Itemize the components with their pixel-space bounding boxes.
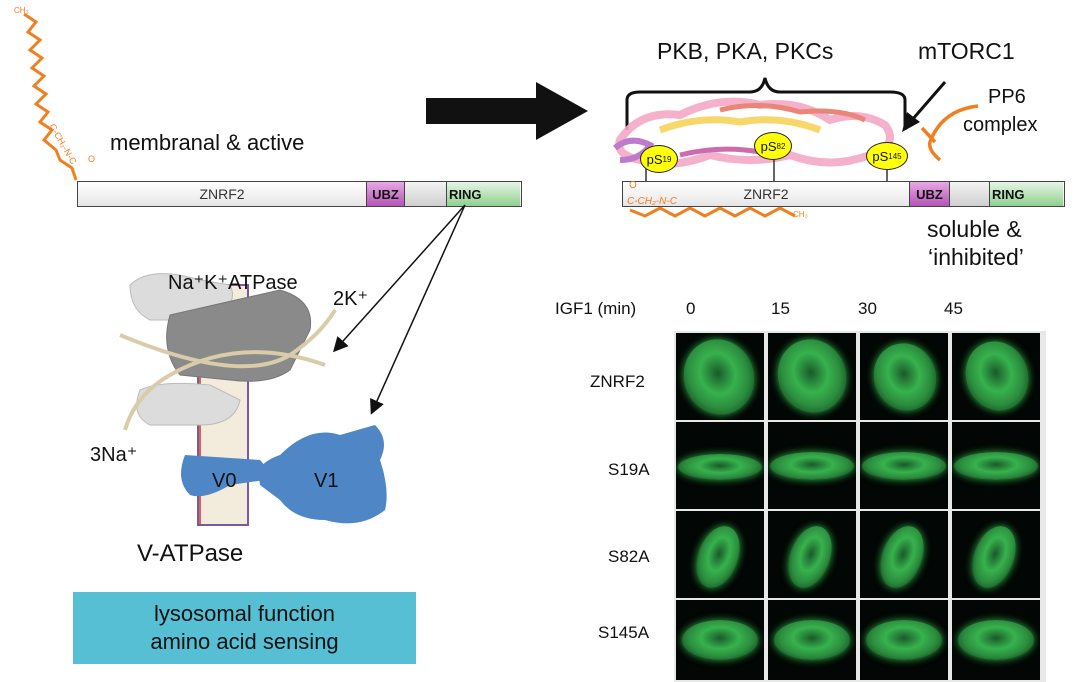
znrf2-bar-left: ZNRF2 UBZ RING — [77, 181, 522, 207]
ps19-text: pS — [646, 151, 663, 167]
v-atpase-label: V-ATPase — [137, 540, 244, 567]
inhibited-label: ‘inhibited’ — [928, 244, 1024, 270]
ubz-domain-right: UBZ — [909, 182, 949, 206]
function-box: lysosomal function amino acid sensing — [73, 592, 416, 664]
micrograph-s82a-30 — [860, 511, 948, 598]
methyl-label-right: CH₃ — [793, 210, 808, 219]
na-k-atpase-label: Na⁺K⁺ATPase — [168, 272, 298, 294]
function-line-2: amino acid sensing — [150, 629, 339, 654]
ring-domain-left: RING — [446, 182, 520, 206]
igf1-time-header: IGF1 (min) — [555, 299, 637, 318]
znrf2-label-right: ZNRF2 — [743, 186, 789, 202]
micrograph-znrf2-15 — [768, 333, 856, 420]
linker-label-right: C-CH₂-N-C — [627, 196, 677, 207]
micrograph-s19a-15 — [768, 422, 856, 509]
myristoyl-lipid-chain-left — [23, 12, 78, 181]
ps145-sub: 145 — [888, 151, 902, 161]
membrane-pumps-graphic — [119, 273, 387, 526]
micrograph-s19a-30 — [860, 422, 948, 509]
row-label-s82a: S82A — [608, 547, 650, 566]
pp6-label-line1: PP6 — [988, 86, 1026, 108]
time-0: 0 — [686, 299, 696, 318]
row-label-s145a: S145A — [598, 623, 650, 642]
membranal-active-label: membranal & active — [110, 130, 305, 155]
ps145-text: pS — [872, 148, 889, 164]
micrograph-s145a-0 — [676, 600, 764, 680]
microscopy-grid — [674, 331, 1046, 682]
row-label-s19a: S19A — [608, 460, 650, 479]
ring-target-arrows — [332, 204, 466, 415]
micrograph-s145a-30 — [860, 600, 948, 680]
time-45: 45 — [944, 299, 963, 318]
na-ion-label: 3Na⁺ — [90, 444, 138, 466]
transition-arrow — [426, 82, 588, 140]
znrf2-bar-right: ZNRF2 UBZ RING — [622, 181, 1065, 207]
micrograph-znrf2-0 — [676, 333, 764, 420]
k-ion-label: 2K⁺ — [333, 288, 369, 310]
znrf2-label-left: ZNRF2 — [199, 186, 245, 202]
time-15: 15 — [771, 299, 790, 318]
kinases-label: PKB, PKA, PKCs — [657, 38, 834, 64]
ps82-text: pS — [760, 138, 777, 154]
oxygen-label-right: O — [629, 180, 637, 191]
ps19-sub: 19 — [662, 154, 672, 164]
methyl-label-left: CH₃ — [14, 6, 29, 15]
micrograph-s19a-45 — [952, 422, 1040, 509]
row-label-znrf2: ZNRF2 — [590, 372, 645, 391]
micrograph-s145a-45 — [952, 600, 1040, 680]
v0-label: V0 — [212, 470, 237, 492]
v1-label: V1 — [314, 470, 339, 492]
micrograph-s19a-0 — [676, 422, 764, 509]
micrograph-s82a-45 — [952, 511, 1040, 598]
linker-domain-left — [404, 182, 446, 206]
micrograph-s82a-15 — [768, 511, 856, 598]
linker-domain-right — [949, 182, 989, 206]
ring-domain-right: RING — [989, 182, 1063, 206]
micrograph-znrf2-45 — [952, 333, 1040, 420]
function-line-1: lysosomal function — [154, 601, 335, 626]
ubz-domain-left: UBZ — [366, 182, 404, 206]
pp6-label-line2: complex — [963, 114, 1038, 136]
time-30: 30 — [858, 299, 877, 318]
mtorc1-label: mTORC1 — [918, 38, 1015, 64]
ps82-sub: 82 — [776, 141, 786, 151]
oxygen-label-left: O — [88, 154, 96, 164]
micrograph-s145a-15 — [768, 600, 856, 680]
micrograph-s82a-0 — [676, 511, 764, 598]
soluble-label: soluble & — [927, 216, 1022, 242]
micrograph-znrf2-30 — [860, 333, 948, 420]
